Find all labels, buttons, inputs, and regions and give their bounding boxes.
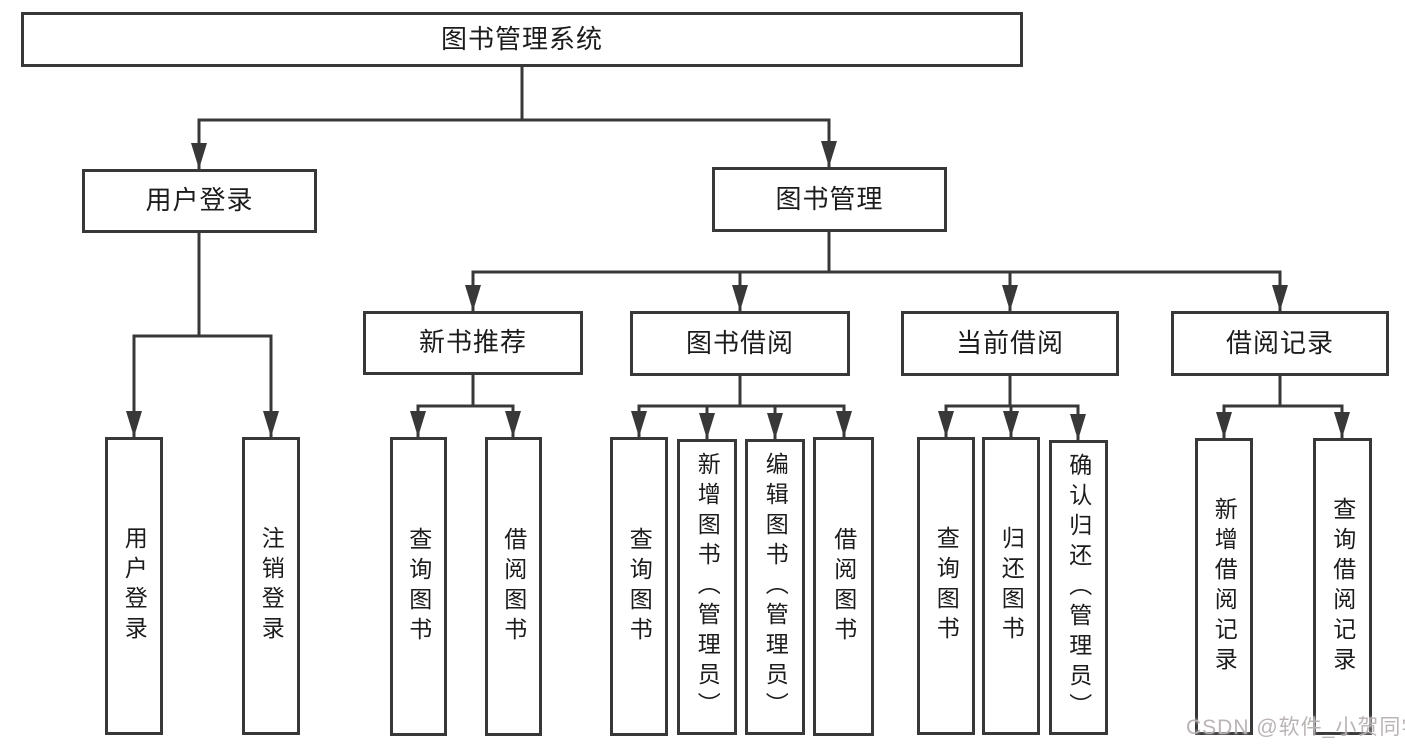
node-query-books-borrow: 查询图书 xyxy=(610,437,668,736)
node-current-borrow: 当前借阅 xyxy=(901,311,1119,376)
node-book-management: 图书管理 xyxy=(712,167,947,232)
node-new-book-recommend: 新书推荐 xyxy=(363,311,583,375)
node-borrow-record: 借阅记录 xyxy=(1171,311,1389,376)
node-query-books-current: 查询图书 xyxy=(917,437,975,735)
node-add-borrow-record: 新增借阅记录 xyxy=(1195,438,1253,735)
node-confirm-return-admin: 确认归还（管理员） xyxy=(1049,440,1108,735)
node-borrow-books: 借阅图书 xyxy=(813,437,874,736)
node-user-login-module: 用户登录 xyxy=(82,169,317,233)
csdn-watermark: CSDN @软件_小贺同学 xyxy=(1186,716,1405,739)
node-user-login: 用户登录 xyxy=(105,437,163,735)
node-return-books: 归还图书 xyxy=(982,437,1040,735)
node-book-borrow: 图书借阅 xyxy=(630,311,850,376)
node-query-books-recommend: 查询图书 xyxy=(390,437,447,736)
node-root: 图书管理系统 xyxy=(21,12,1023,67)
node-query-borrow-record: 查询借阅记录 xyxy=(1313,438,1372,735)
node-edit-books-admin: 编辑图书（管理员） xyxy=(745,439,805,735)
node-borrow-books-recommend: 借阅图书 xyxy=(485,437,542,736)
node-logout: 注销登录 xyxy=(242,437,300,735)
node-add-books-admin: 新增图书（管理员） xyxy=(677,439,737,735)
